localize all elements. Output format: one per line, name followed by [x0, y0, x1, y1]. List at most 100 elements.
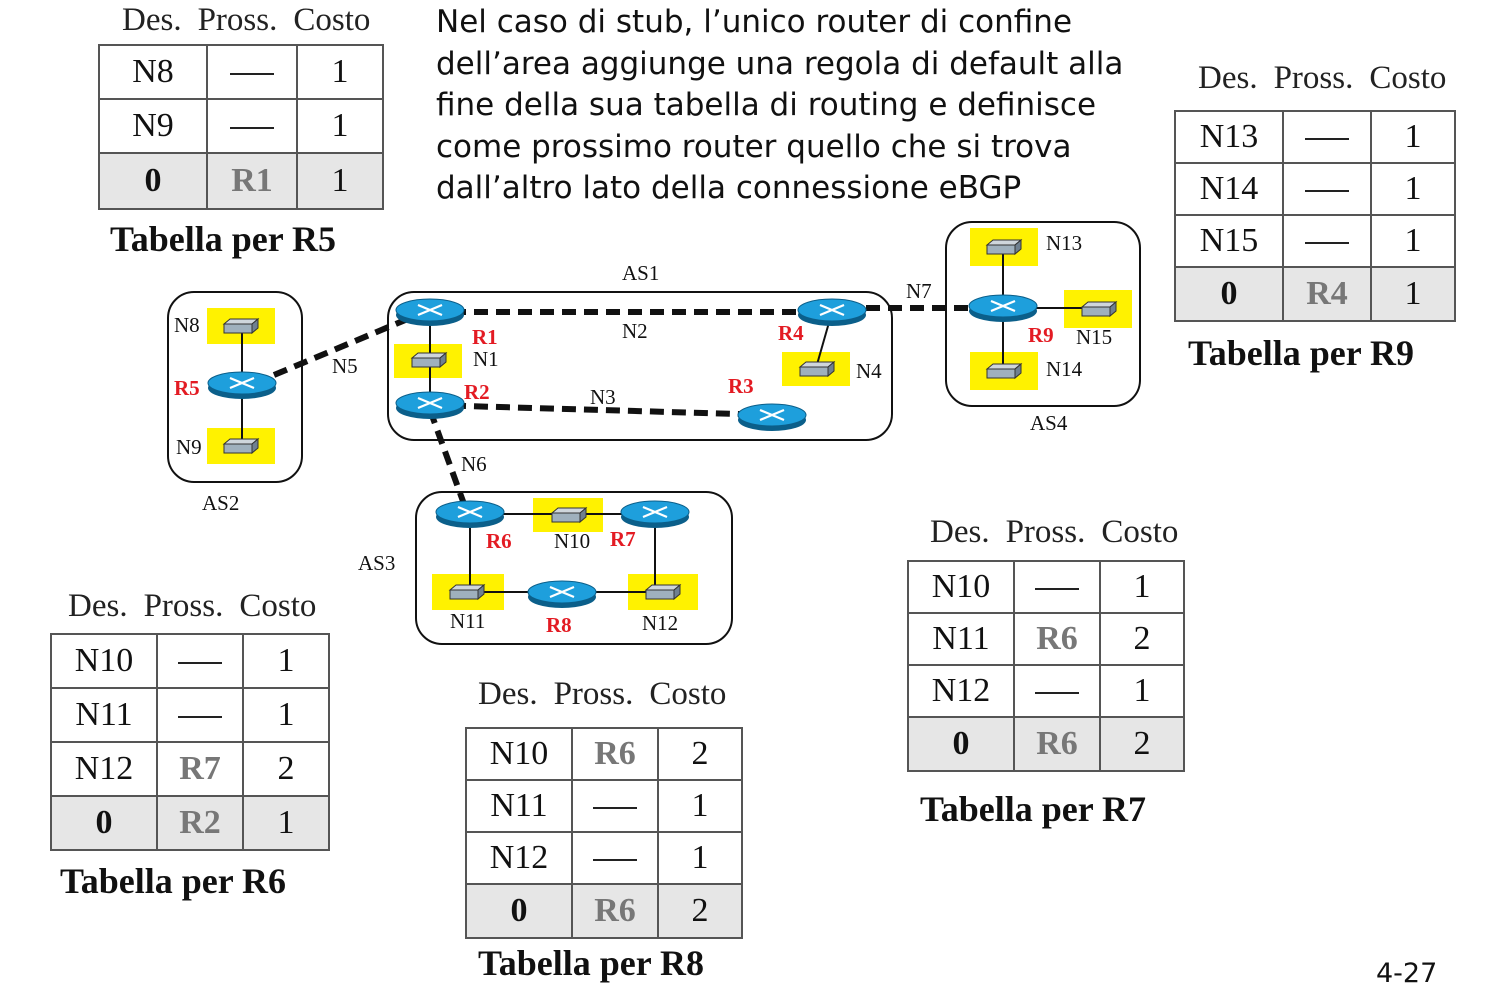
- router-r7-icon: [619, 499, 691, 530]
- as1-boundary: [387, 291, 893, 441]
- caption-r5: Tabella per R5: [110, 219, 337, 259]
- header-pross: Pross.: [1273, 60, 1354, 96]
- router-r7-label: R7: [610, 527, 636, 551]
- cell: N11: [907, 612, 1015, 666]
- cell: N8: [98, 44, 208, 100]
- network-n1-label: N1: [473, 347, 499, 371]
- router-r4-label: R4: [778, 321, 804, 345]
- cell: [1013, 560, 1101, 614]
- caption-r7: Tabella per R7: [920, 789, 1147, 829]
- caption-r6: Tabella per R6: [60, 861, 287, 901]
- cell: N10: [907, 560, 1015, 614]
- description-line: dell’area aggiunge una regola di default…: [436, 45, 1124, 82]
- dash: [593, 859, 637, 862]
- router-r9-label: R9: [1028, 323, 1054, 347]
- network-n7-label: N7: [906, 279, 932, 303]
- cell: [1282, 214, 1372, 268]
- as3-boundary: [415, 491, 733, 645]
- router-r5-label: R5: [174, 376, 200, 400]
- table-r7-header: Des. Pross. Costo: [930, 514, 1194, 551]
- header-pross: Pross.: [553, 676, 634, 712]
- network-n6-label: N6: [461, 452, 487, 476]
- cell: [571, 831, 659, 885]
- cell: 0: [1174, 266, 1284, 322]
- cell: N14: [1174, 162, 1284, 216]
- router-r3-label: R3: [728, 374, 754, 398]
- table-r8-header: Des. Pross. Costo: [478, 676, 742, 713]
- dash: [1035, 692, 1079, 695]
- switch-n11-icon: [449, 584, 485, 600]
- cell: 2: [657, 727, 743, 781]
- description-line: fine della sua tabella di routing e defi…: [436, 87, 1097, 123]
- switch-n1-icon: [411, 352, 447, 368]
- header-des: Des.: [68, 588, 128, 624]
- as1-label: AS1: [622, 261, 659, 285]
- dash: [1035, 588, 1079, 591]
- cell: 1: [242, 687, 330, 743]
- cell: [156, 633, 244, 689]
- network-n5-label: N5: [332, 354, 358, 378]
- cell: 1: [1370, 266, 1456, 322]
- router-r5-icon: [206, 370, 278, 401]
- header-costo: Costo: [1369, 60, 1447, 96]
- header-costo: Costo: [1101, 514, 1179, 550]
- page-number: 4-27: [1376, 958, 1438, 989]
- cell: 2: [657, 883, 743, 939]
- dash: [1305, 138, 1349, 141]
- cell: 2: [1099, 716, 1185, 772]
- switch-n9-icon: [223, 438, 259, 454]
- dashed-links: [272, 305, 970, 506]
- as2-label: AS2: [202, 491, 239, 515]
- dash: [593, 807, 637, 810]
- description-text: Nel caso di stub, l’unico router di conf…: [436, 2, 1156, 210]
- router-r6-icon: [434, 499, 506, 530]
- dash: [178, 716, 222, 719]
- cell: N13: [1174, 110, 1284, 164]
- network-highlights: [207, 228, 1132, 610]
- cell: R6: [1013, 612, 1101, 666]
- cell: [1282, 162, 1372, 216]
- table-r5-header: Des. Pross. Costo: [122, 2, 386, 39]
- cell: N10: [465, 727, 573, 781]
- network-n10-label: N10: [554, 529, 590, 553]
- network-n11-label: N11: [450, 609, 485, 633]
- header-pross: Pross.: [143, 588, 224, 624]
- description-line: dall’altro lato della connessione eBGP: [436, 170, 1022, 206]
- network-n9-label: N9: [176, 435, 202, 459]
- cell: N9: [98, 98, 208, 154]
- cell: R6: [571, 727, 659, 781]
- solid-links: [241, 246, 1098, 593]
- router-r9-icon: [967, 293, 1039, 324]
- dash: [1305, 190, 1349, 193]
- cell: R7: [156, 741, 244, 797]
- table-r6-header: Des. Pross. Costo: [68, 588, 332, 625]
- cell: 0: [50, 795, 158, 851]
- cell: N10: [50, 633, 158, 689]
- cell: [1013, 664, 1101, 718]
- cell: [571, 779, 659, 833]
- cell: 1: [242, 795, 330, 851]
- description-line: Nel caso di stub, l’unico router di conf…: [436, 4, 1073, 40]
- cell: N11: [465, 779, 573, 833]
- network-n13-label: N13: [1046, 231, 1082, 255]
- cell: 1: [657, 779, 743, 833]
- cell: 1: [242, 633, 330, 689]
- network-n14-label: N14: [1046, 357, 1083, 381]
- cell: R1: [206, 152, 298, 210]
- cell: 1: [1370, 214, 1456, 268]
- network-n12-label: N12: [642, 611, 678, 635]
- dash: [230, 127, 274, 130]
- switch-n12-icon: [645, 584, 681, 600]
- cell: 1: [296, 44, 384, 100]
- cell: 2: [1099, 612, 1185, 666]
- network-n2-label: N2: [622, 319, 648, 343]
- cell: 1: [1370, 110, 1456, 164]
- cell: 1: [1099, 560, 1185, 614]
- router-r4-icon: [796, 297, 868, 328]
- cell: 0: [98, 152, 208, 210]
- description-line: come prossimo router quello che si trova: [436, 128, 1072, 165]
- network-n15-label: N15: [1076, 325, 1112, 349]
